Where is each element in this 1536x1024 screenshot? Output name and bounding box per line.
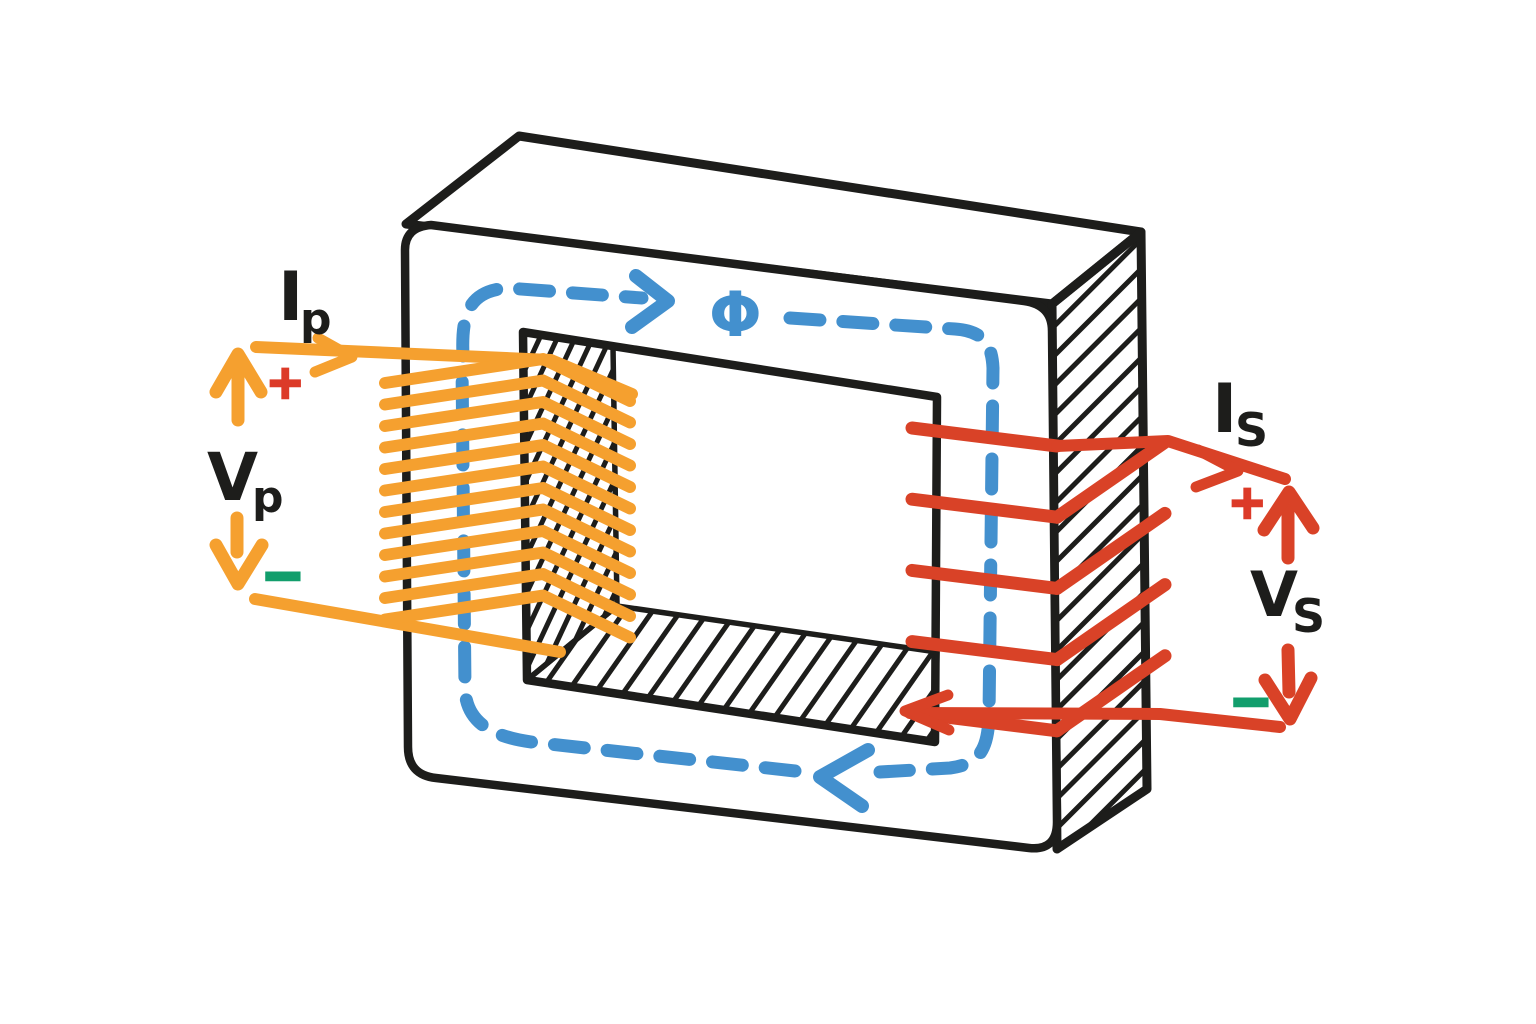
secondary-turn (905, 635, 1064, 667)
flux-path: Φ (455, 269, 1000, 813)
secondary-turn (905, 563, 1064, 595)
primary-turn (379, 396, 636, 450)
secondary-voltage-subscript: S (1292, 589, 1325, 643)
secondary-turn (905, 421, 1064, 453)
primary-turn (379, 525, 636, 579)
primary-lead-bottom (249, 593, 566, 658)
primary-voltage-up-arrow-icon (209, 347, 268, 399)
secondary-winding (899, 421, 1291, 738)
primary-turn (379, 460, 636, 515)
flux-segment-right (783, 311, 1000, 779)
primary-current-label: I (278, 258, 303, 337)
transformer-core (400, 131, 1152, 854)
primary-turn (379, 417, 636, 472)
annotations: I p + V p − I S + V S − (207, 258, 1325, 732)
secondary-lead-top (1051, 435, 1291, 485)
primary-turn (379, 568, 636, 622)
secondary-current-subscript: S (1235, 403, 1268, 457)
primary-plus-sign: + (266, 355, 305, 409)
primary-turn (379, 482, 636, 536)
secondary-return-arrow-icon (899, 689, 955, 736)
primary-voltage-down-arrow-icon (209, 538, 269, 591)
secondary-turns (905, 421, 1172, 738)
primary-turn (379, 374, 636, 429)
secondary-turn-side (1050, 506, 1172, 595)
primary-turn (379, 546, 636, 601)
flux-segment-bottom-left (455, 355, 802, 778)
secondary-voltage-down-arrow-shaft (1281, 643, 1296, 699)
flux-label: Φ (709, 278, 762, 351)
primary-turn (379, 503, 636, 558)
secondary-turn-side (1050, 435, 1172, 524)
primary-voltage-arrows (209, 347, 269, 591)
secondary-minus-sign: − (1230, 672, 1272, 730)
secondary-voltage-up-arrow-icon (1257, 485, 1320, 537)
secondary-voltage-arrows (1257, 485, 1320, 726)
primary-turn (379, 439, 636, 493)
flux-arrow-right-icon (625, 269, 675, 334)
secondary-voltage-down-arrow-icon (1258, 671, 1318, 726)
primary-turn (379, 589, 636, 644)
secondary-turn-side (1050, 578, 1172, 667)
primary-current-arrow-icon (309, 332, 358, 378)
secondary-lead-bottom (904, 707, 1286, 733)
primary-voltage-subscript: p (252, 472, 284, 523)
primary-turn (379, 353, 636, 407)
primary-voltage-label: V (207, 439, 258, 516)
flux-segment-top-left (456, 281, 649, 363)
primary-winding (249, 332, 638, 658)
flux-arrow-left-icon (813, 743, 875, 813)
secondary-current-label: I (1212, 370, 1237, 449)
primary-turns (379, 353, 636, 644)
secondary-current-arrow-icon (1190, 444, 1244, 493)
primary-current-subscript: p (300, 294, 332, 345)
secondary-plus-sign: + (1228, 475, 1267, 529)
primary-minus-sign: − (262, 546, 304, 604)
secondary-turn (905, 492, 1064, 524)
secondary-voltage-label: V (1250, 558, 1298, 631)
